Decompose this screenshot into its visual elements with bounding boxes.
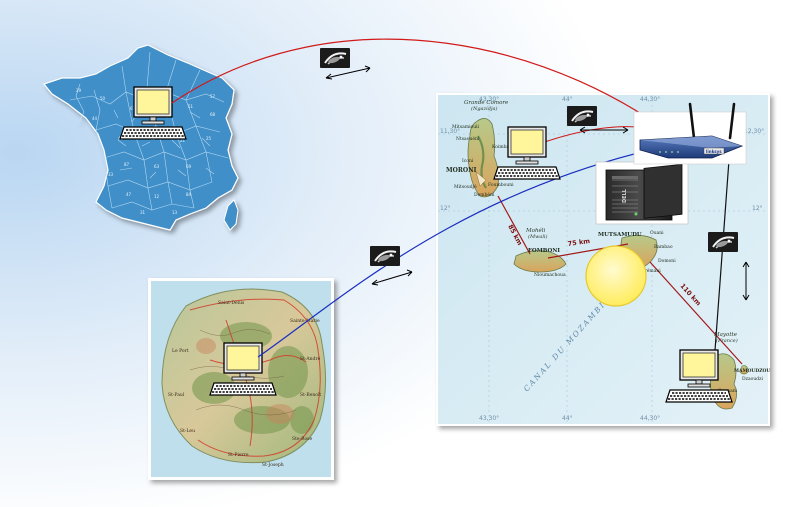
svg-text:Sainte-Marie: Sainte-Marie (290, 318, 320, 324)
svg-text:25: 25 (206, 136, 212, 141)
island-name-mayotte: Mayotte (713, 332, 738, 338)
grid-label-top-3: 44,30° (640, 96, 660, 103)
island-alt-moheli: (Mwali) (528, 233, 548, 240)
grid-label-lat-right: 12° (752, 205, 763, 212)
comoros-place-labels: Grande Comore (Ngazidja) Mitsamiouli Nts… (446, 100, 770, 394)
router-antenna-left (688, 102, 696, 140)
wireless-badge-reunion (369, 245, 413, 286)
link-france-server (171, 38, 695, 153)
coverage-sun-shape (585, 245, 647, 307)
svg-text:St-Joseph: St-Joseph (262, 462, 284, 468)
grid-label-lat-top-right: 12,30° (744, 128, 764, 135)
arrow-france-link (325, 67, 371, 79)
svg-text:69: 69 (186, 164, 192, 169)
server-badge: DELL (622, 188, 628, 203)
svg-text:Ste-Rose: Ste-Rose (292, 436, 312, 442)
wireless-badge-comoros (566, 105, 629, 134)
place-domoni: Domoni (658, 258, 676, 264)
svg-text:47: 47 (126, 192, 132, 197)
svg-text:St-Leu: St-Leu (180, 428, 195, 434)
svg-text:84: 84 (186, 192, 192, 197)
place-ntsaoueni: Ntsaouéni (456, 135, 480, 142)
wireless-badge-mayotte (707, 231, 750, 301)
svg-text:44: 44 (92, 116, 98, 121)
place-bambao: Bambao (654, 244, 673, 250)
router-brand: linksys (706, 149, 722, 154)
svg-text:87: 87 (124, 162, 130, 167)
svg-text:Saint-Denis: Saint-Denis (218, 300, 245, 306)
svg-text:31: 31 (140, 210, 146, 215)
island-name-grande-comore: Grande Comore (464, 100, 509, 106)
svg-text:50: 50 (100, 96, 106, 101)
place-nioumachoua: Nioumachoua (534, 272, 566, 278)
svg-text:57: 57 (210, 94, 216, 99)
place-mamoudzou: MAMOUDZOU (734, 368, 770, 374)
island-grande-comore (467, 118, 499, 198)
svg-text:St-Benoît: St-Benoît (300, 391, 321, 398)
grid-label-lat-left: 12° (440, 205, 451, 212)
svg-text:St-Paul: St-Paul (168, 392, 185, 398)
svg-text:29: 29 (76, 88, 82, 93)
svg-text:33: 33 (108, 172, 114, 177)
link-reunion-server (257, 144, 673, 358)
arrow-reunion-link (371, 271, 413, 285)
place-mitsamiouli: Mitsamiouli (452, 124, 480, 130)
wireless-badge-france (319, 47, 371, 80)
distance-line-gc-moheli (497, 195, 531, 255)
router-antenna-right (728, 102, 736, 140)
place-dzaoudzi: Dzaoudzi (742, 376, 764, 382)
place-foumbouni: Foumbouni (488, 182, 514, 188)
distance-label-2: 75 km (567, 237, 591, 248)
place-iconi: Iconi (462, 158, 474, 164)
server-tower[interactable]: DELL (595, 161, 689, 225)
grid-label-bottom-3: 44,30° (640, 415, 660, 422)
svg-text:13: 13 (172, 210, 178, 215)
place-koimbani: Koimbani (492, 144, 514, 150)
link-router-mayotte (713, 159, 730, 365)
grid-label-top-2: 44° (562, 96, 573, 103)
svg-text:St-Pierre: St-Pierre (228, 452, 249, 458)
svg-text:St-André: St-André (300, 355, 321, 362)
svg-text:21: 21 (180, 138, 186, 143)
place-mutsamudu: MUTSAMUDU (598, 232, 642, 238)
svg-text:Le Port: Le Port (172, 348, 189, 354)
wireless-router[interactable]: linksys (633, 102, 747, 165)
distance-line-anjouan-mayotte (649, 261, 743, 365)
island-alt-mayotte: (France) (716, 337, 738, 344)
island-alt-grande-comore: (Ngazidja) (471, 105, 497, 112)
grid-label-bottom-1: 43,30° (479, 415, 499, 422)
place-dembeni: Dembéni (474, 191, 495, 198)
svg-text:61: 61 (130, 106, 136, 111)
grid-label-lat-top: 11,30° (440, 128, 460, 135)
svg-text:51: 51 (188, 104, 194, 109)
comoros-grid-labels: 43,30° 44° 44,30° 43,30° 44° 44,30° 12° … (440, 96, 764, 422)
place-mitsoudje: Mitsoudjé (454, 183, 477, 190)
svg-text:63: 63 (154, 164, 160, 169)
svg-text:68: 68 (210, 112, 216, 117)
svg-text:12: 12 (154, 194, 160, 199)
place-ouani: Ouani (650, 230, 664, 236)
place-moroni: MORONI (446, 167, 477, 174)
grid-label-bottom-2: 44° (562, 415, 573, 422)
island-moheli (513, 250, 567, 273)
place-fomboni: FOMBONI (528, 248, 560, 254)
island-name-moheli: Mohéli (525, 227, 545, 234)
place-mremani: Mrémani (640, 267, 661, 274)
grid-label-top-1: 43,30° (479, 96, 499, 103)
